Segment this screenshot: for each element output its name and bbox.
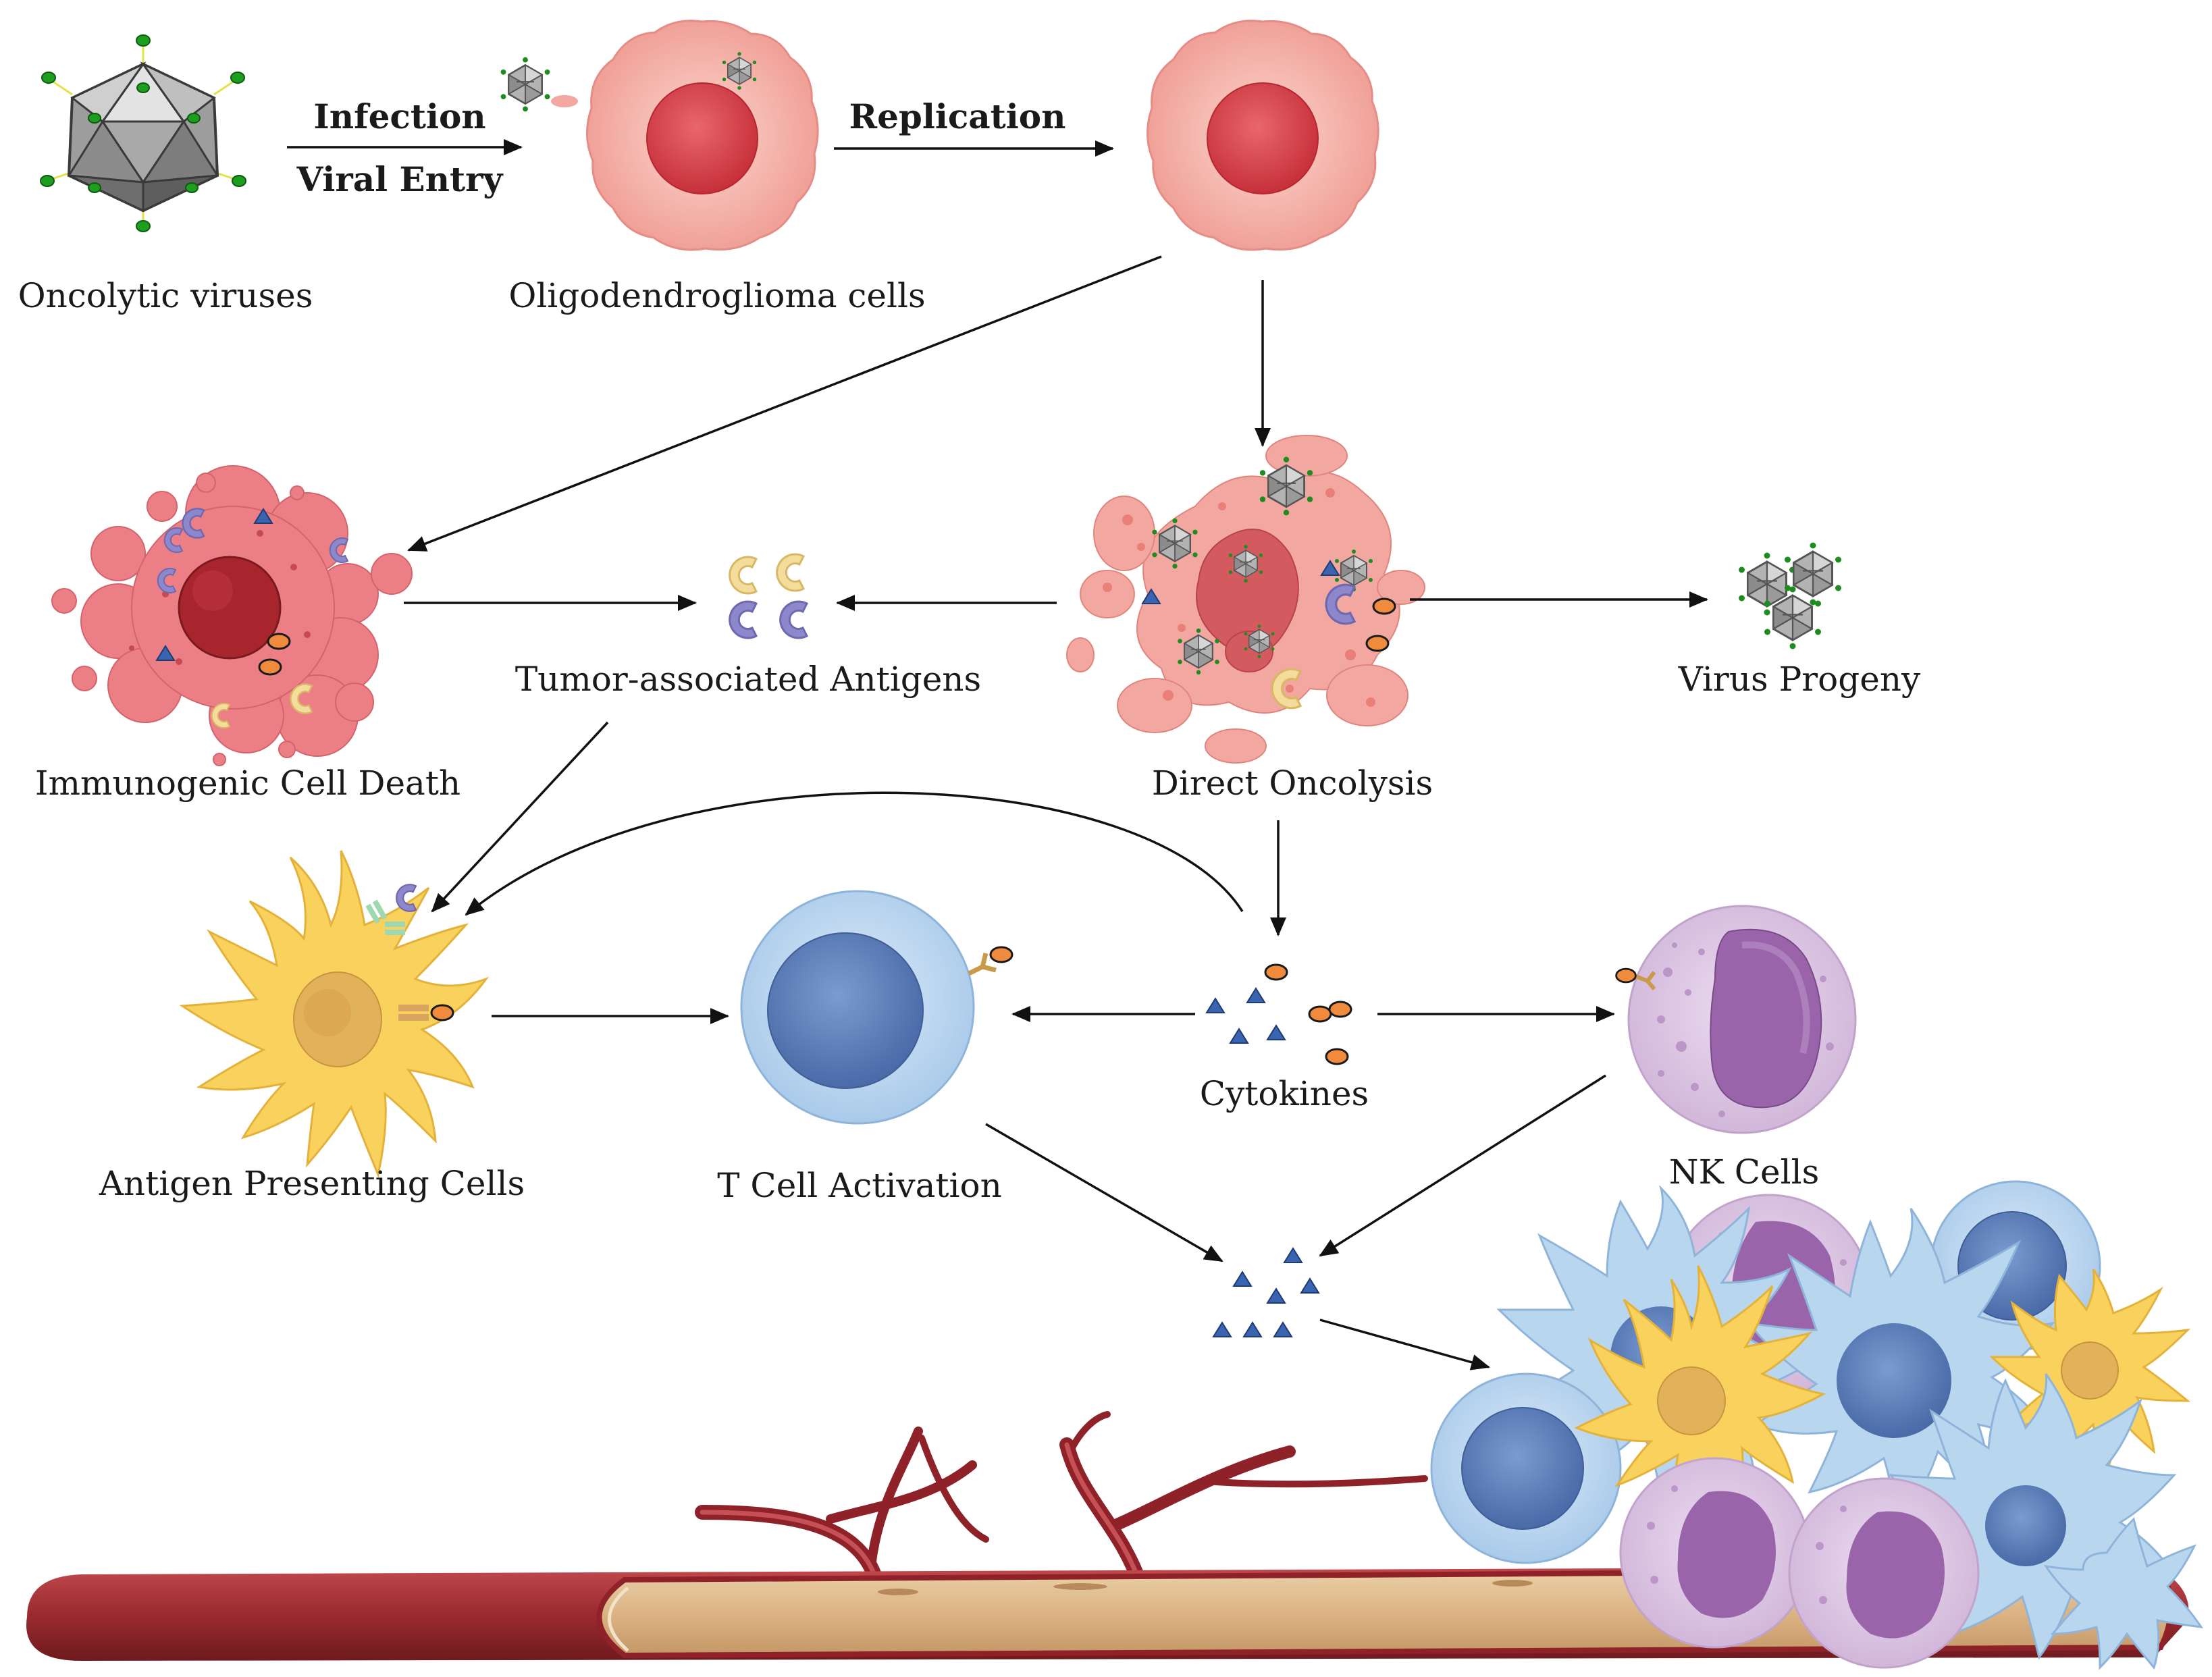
arrow-tcell-to-effector-cytokines — [985, 1123, 1223, 1262]
label-antigen-presenting-cells: Antigen Presenting Cells — [99, 1164, 525, 1203]
cytokines-icon — [1206, 963, 1352, 1065]
label-tumor-associated-antigens: Tumor-associated Antigens — [515, 660, 981, 699]
arrow-nk-to-effector-cytokines — [1319, 1074, 1606, 1257]
label-nk-cells: NK Cells — [1669, 1152, 1820, 1192]
direct-oncolysis-icon — [1066, 435, 1425, 764]
label-virus-progeny: Virus Progeny — [1678, 660, 1921, 699]
label-oncolytic-viruses: Oncolytic viruses — [18, 276, 313, 315]
label-cytokines: Cytokines — [1200, 1074, 1369, 1113]
immunogenic-cell-death-icon — [51, 465, 413, 766]
tumor-associated-antigens-icon — [729, 553, 808, 639]
infected-tumor-cell-icon — [1146, 20, 1379, 251]
entering-virus-icon — [500, 56, 578, 113]
effector-cytokines-icon — [1213, 1248, 1319, 1337]
oncolytic-virus-icon — [40, 34, 246, 232]
label-direct-oncolysis: Direct Oncolysis — [1152, 764, 1433, 803]
label-immunogenic-cell-death: Immunogenic Cell Death — [35, 764, 460, 803]
arrow-cytokines-to-apc — [465, 791, 1244, 916]
label-replication: Replication — [849, 97, 1066, 136]
antigen-presenting-cell-icon — [179, 850, 490, 1179]
t-cell-icon — [740, 890, 1013, 1125]
arrow-to-immunogenic-death — [407, 255, 1162, 552]
nk-cell-icon — [1615, 905, 1857, 1134]
virus-progeny-icon — [1737, 541, 1843, 650]
arrow-to-immune-infiltrate — [1319, 1319, 1490, 1370]
label-oligodendroglioma-cells: Oligodendroglioma cells — [508, 276, 925, 315]
oligodendroglioma-cell-icon — [585, 20, 819, 251]
label-infection: Infection — [313, 97, 485, 136]
label-viral-entry: Viral Entry — [296, 159, 504, 199]
immune-infiltrate-icon — [1430, 1180, 2204, 1670]
label-t-cell-activation: T Cell Activation — [717, 1166, 1002, 1205]
arrow-antigens-to-apc — [431, 721, 609, 913]
